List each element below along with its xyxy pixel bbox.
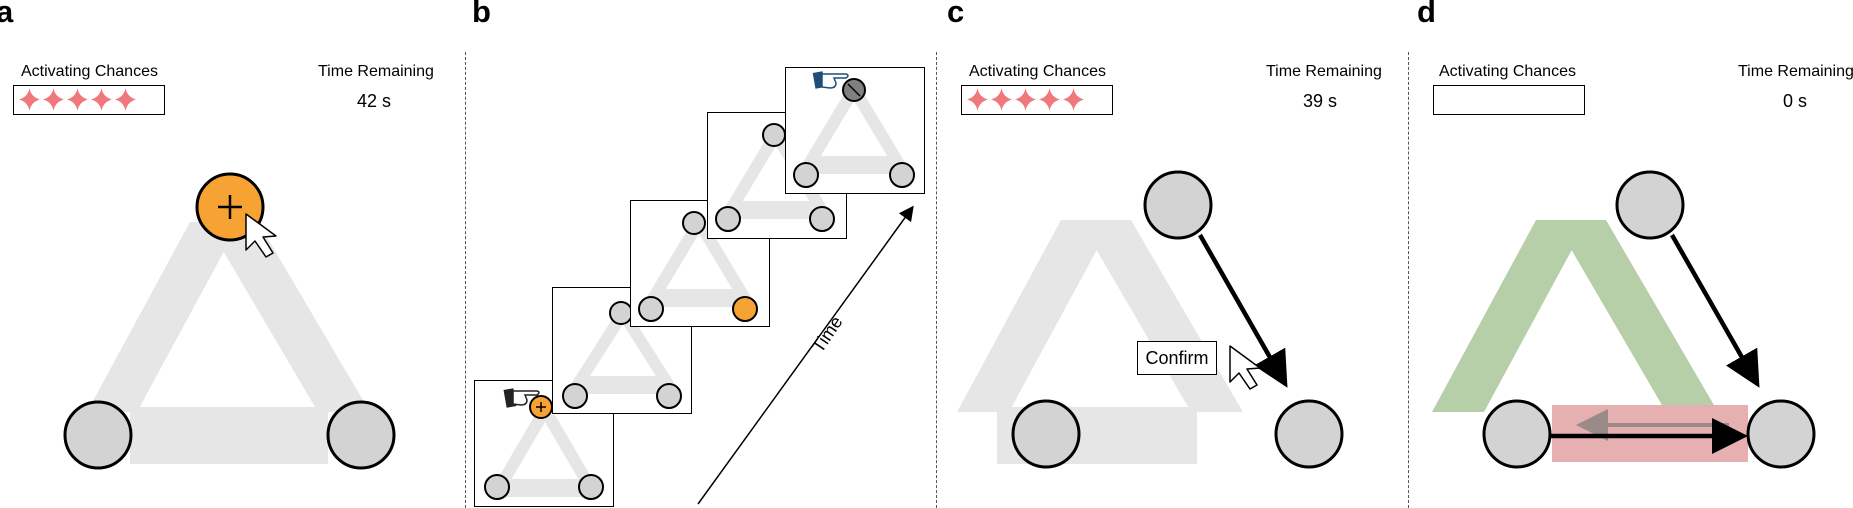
activating-chances-label: Activating Chances	[969, 63, 1106, 80]
star-icon	[1063, 88, 1084, 111]
activating-chances-box	[961, 85, 1113, 115]
panel-letter: a	[0, 0, 14, 29]
plus-icon	[218, 195, 242, 219]
network-diagram	[63, 172, 396, 470]
star-icon	[1015, 88, 1036, 111]
panel-a: a Activating Chances Time Remaining 42 s	[0, 0, 465, 508]
network-diagram	[1432, 170, 1816, 469]
star-icon	[967, 88, 988, 111]
time-remaining-value: 39 s	[1303, 91, 1338, 111]
star-icon	[19, 88, 40, 111]
edge-top-right	[1079, 220, 1243, 412]
node-left[interactable]	[1011, 399, 1081, 469]
time-remaining-value: 0 s	[1783, 91, 1808, 111]
divider	[1408, 52, 1409, 508]
time-remaining-label: Time Remaining	[1266, 63, 1382, 80]
cursor-arrow-icon	[1229, 345, 1261, 390]
time-remaining-label: Time Remaining	[318, 63, 434, 80]
edge-bottom-red	[1552, 405, 1748, 462]
node-left[interactable]	[63, 400, 133, 470]
star-icon	[91, 88, 112, 111]
edge-top-left-green	[1432, 220, 1588, 412]
network-diagram	[957, 170, 1344, 469]
triangle-edges	[87, 222, 370, 464]
activating-chances-box	[13, 85, 165, 115]
confirm-button[interactable]: Confirm	[1137, 341, 1217, 375]
node-left[interactable]	[1482, 399, 1552, 469]
time-remaining-value: 42 s	[357, 91, 392, 111]
activating-chances-box	[1433, 85, 1585, 115]
panel-b: b	[466, 0, 936, 508]
node-right[interactable]	[326, 400, 396, 470]
edge-bottom	[130, 407, 328, 464]
star-icon	[67, 88, 88, 111]
mini-frame-5	[785, 67, 925, 194]
hand-pointer-icon	[503, 388, 540, 408]
node-top[interactable]	[1615, 170, 1685, 240]
activating-chances-label: Activating Chances	[1439, 63, 1576, 80]
selected-edge-arrow	[1198, 233, 1288, 388]
time-axis	[697, 205, 914, 505]
edge-top-right	[206, 222, 370, 412]
plus-icon	[536, 402, 546, 412]
star-icon	[991, 88, 1012, 111]
node-top[interactable]	[1143, 170, 1213, 240]
divider	[936, 52, 937, 508]
edge-top-left	[87, 222, 240, 412]
star-icon	[1039, 88, 1060, 111]
edge-top-right-green	[1554, 220, 1718, 412]
panel-c: c Activating Chances Time Remaining 39 s…	[937, 0, 1408, 508]
time-remaining-label: Time Remaining	[1738, 63, 1853, 80]
star-row	[966, 87, 1085, 112]
node-right[interactable]	[1274, 399, 1344, 469]
edge-arrow-top-right	[1670, 233, 1760, 388]
node-right[interactable]	[1746, 399, 1816, 469]
activating-chances-label: Activating Chances	[21, 63, 158, 80]
panel-letter: c	[947, 0, 965, 29]
panel-letter: d	[1417, 0, 1436, 29]
hand-pointer-icon	[812, 71, 849, 89]
cursor-arrow-icon	[245, 213, 277, 258]
panel-letter: b	[472, 0, 491, 29]
time-arrow	[697, 205, 914, 505]
edge-top-left	[957, 220, 1113, 412]
panel-d: d Activating Chances Time Remaining 0 s	[1409, 0, 1853, 508]
star-icon	[43, 88, 64, 111]
divider	[465, 52, 466, 508]
star-icon	[115, 88, 136, 111]
star-row	[18, 87, 137, 112]
